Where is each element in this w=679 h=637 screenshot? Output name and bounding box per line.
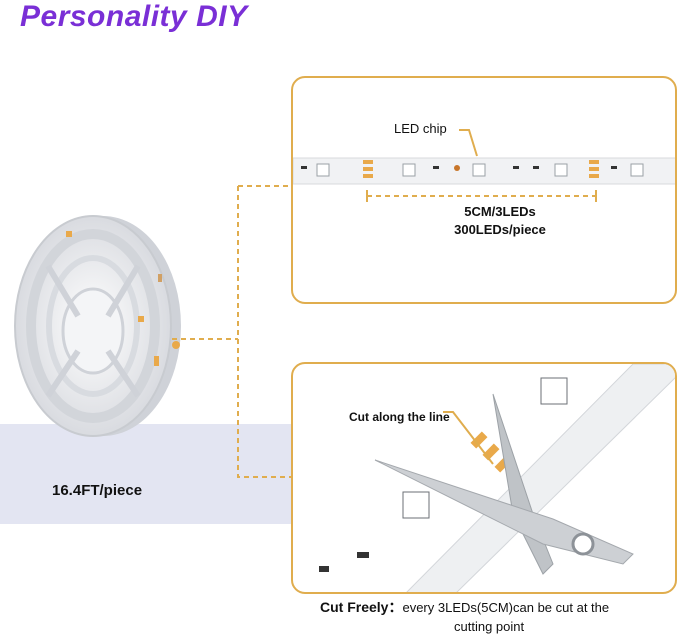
cut-panel [291,362,677,594]
led-chip-label: LED chip [394,121,447,136]
dashed-connector [172,185,291,478]
spacing-label: 5CM/3LEDs [464,204,536,219]
cut-caption: Cut Freely：every 3LEDs(5CM)can be cut at… [320,598,670,617]
page-title: Personality DIY [20,0,248,33]
count-label: 300LEDs/piece [454,222,546,237]
reel-length-label: 16.4FT/piece [52,482,143,499]
cut-line-label: Cut along the line [349,410,450,424]
led-strip-reel [14,215,181,437]
cut-caption-strong: Cut Freely： [320,599,403,615]
cut-caption-line2: cutting point [454,619,525,634]
led-chip-panel [291,76,677,304]
label-band [0,424,292,524]
cut-caption-text: every 3LEDs(5CM)can be cut at the [402,600,610,615]
cut-illustration [319,364,675,592]
led-strip-straight [293,129,675,202]
